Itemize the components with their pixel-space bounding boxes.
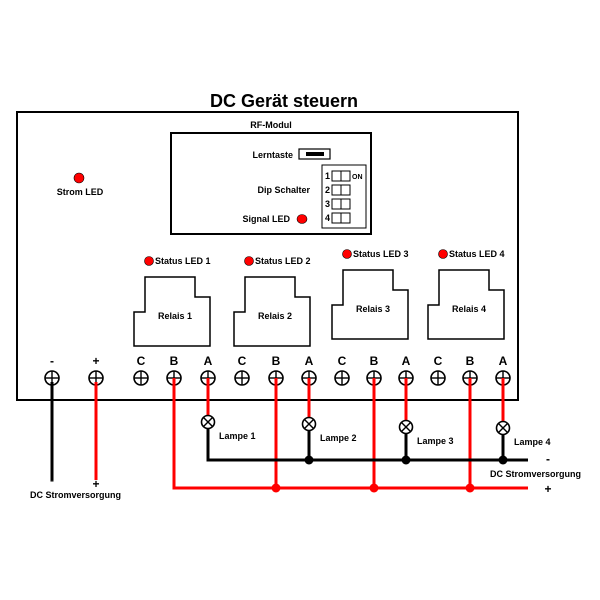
relay-body <box>133 276 211 347</box>
right-positive-label: + <box>544 482 551 496</box>
dip-switch-toggle[interactable] <box>340 184 351 196</box>
dip-position-label: 2 <box>325 185 330 195</box>
status-led-label: Status LED 1 <box>155 256 211 266</box>
junction-dot <box>304 455 314 465</box>
lamp-label: Lampe 2 <box>320 433 357 443</box>
relay-label: Relais 3 <box>356 304 390 314</box>
junction-dot <box>465 483 475 493</box>
terminal-label: C <box>238 354 247 368</box>
right-power-supply-label: DC Stromversorgung <box>490 469 581 479</box>
terminal-label: A <box>305 354 314 368</box>
relay-3: Status LED 3 Relais 3 <box>331 249 409 340</box>
status-led-label: Status LED 4 <box>449 249 505 259</box>
rf-module-label: RF-Modul <box>250 120 291 130</box>
negative-bus-wire <box>206 430 528 462</box>
lamp-label: Lampe 3 <box>417 436 454 446</box>
signal-led-label: Signal LED <box>242 214 290 224</box>
terminal-label: A <box>402 354 411 368</box>
power-led-icon <box>73 172 85 184</box>
lamp-label: Lampe 4 <box>514 437 551 447</box>
relay-label: Relais 4 <box>452 304 486 314</box>
dip-switch-toggle[interactable] <box>331 198 342 210</box>
terminal-label: B <box>170 354 179 368</box>
junction-dot <box>498 455 508 465</box>
positive-bus-wire <box>172 378 528 490</box>
lamp-1: Lampe 1 <box>200 414 256 441</box>
terminal-12[interactable]: C <box>430 354 446 386</box>
terminal-label: C <box>338 354 347 368</box>
left-power-supply-label: DC Stromversorgung <box>30 490 121 500</box>
relay-label: Relais 2 <box>258 311 292 321</box>
signal-led-icon <box>296 214 308 224</box>
terminal-label: A <box>204 354 213 368</box>
dip-on-label: ON <box>352 174 363 181</box>
terminal-label: B <box>272 354 281 368</box>
status-led-icon <box>244 256 254 266</box>
dip-switch-toggle[interactable] <box>340 170 351 182</box>
lamp-2: Lampe 2 <box>301 416 357 443</box>
power-led-label: Strom LED <box>57 187 104 197</box>
dip-switch-toggle[interactable] <box>331 170 342 182</box>
rf-module <box>170 132 372 235</box>
dip-position-label: 3 <box>325 199 330 209</box>
terminal-label: C <box>434 354 443 368</box>
terminal-label: C <box>137 354 146 368</box>
terminal-label: - <box>50 354 54 368</box>
junction-dot <box>401 455 411 465</box>
device-enclosure <box>16 111 519 401</box>
relay-body <box>427 269 505 340</box>
dip-switch-toggle[interactable] <box>340 212 351 224</box>
relay-4: Status LED 4 Relais 4 <box>427 249 505 340</box>
relay-body <box>331 269 409 340</box>
terminal-9[interactable]: C <box>334 354 350 386</box>
terminal-label: B <box>370 354 379 368</box>
dip-switch-toggle[interactable] <box>331 212 342 224</box>
left-negative-label: - <box>50 473 54 487</box>
junction-dot <box>369 483 379 493</box>
relay-body <box>233 276 311 347</box>
lamp-label: Lampe 1 <box>219 431 256 441</box>
diagram-title: DC Gerät steuern <box>210 91 358 111</box>
junction-dot <box>271 483 281 493</box>
relay-1: Status LED 1 Relais 1 <box>133 256 211 347</box>
relay-label: Relais 1 <box>158 311 192 321</box>
left-positive-label: + <box>92 477 99 491</box>
status-led-icon <box>144 256 154 266</box>
lamp-3: Lampe 3 <box>398 419 454 446</box>
terminal-label: A <box>499 354 508 368</box>
dip-switch-toggle[interactable] <box>340 198 351 210</box>
learn-button[interactable] <box>298 148 331 160</box>
terminal-label: + <box>92 354 99 368</box>
terminal-6[interactable]: C <box>234 354 250 386</box>
lamp-4: Lampe 4 <box>495 420 551 447</box>
dip-switch-label: Dip Schalter <box>257 185 310 195</box>
dip-switch-toggle[interactable] <box>331 184 342 196</box>
dip-position-label: 1 <box>325 171 330 181</box>
right-negative-label: - <box>546 452 550 466</box>
terminal-1[interactable]: - <box>44 354 60 386</box>
status-led-label: Status LED 3 <box>353 249 409 259</box>
relay-2: Status LED 2 Relais 2 <box>233 256 311 347</box>
dip-switch[interactable]: 1 2 3 4 <box>321 164 367 229</box>
terminal-2[interactable]: + <box>88 354 104 386</box>
terminal-3[interactable]: C <box>133 354 149 386</box>
status-led-icon <box>342 249 352 259</box>
learn-button-label: Lerntaste <box>252 150 293 160</box>
status-led-icon <box>438 249 448 259</box>
terminal-label: B <box>466 354 475 368</box>
dip-position-label: 4 <box>325 213 330 223</box>
status-led-label: Status LED 2 <box>255 256 311 266</box>
